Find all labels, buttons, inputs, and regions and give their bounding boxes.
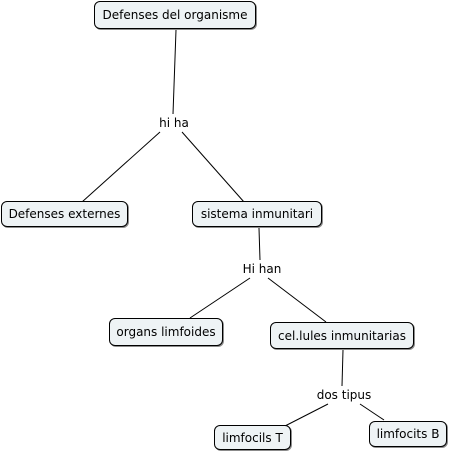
concept-defenses-del-organisme[interactable]: Defenses del organisme — [94, 1, 256, 29]
line-hiha-sistema — [181, 131, 245, 203]
linker-dos-tipus: dos tipus — [310, 387, 378, 403]
line-hiha-externes — [81, 131, 161, 203]
line-sistema-hihan — [258, 227, 261, 261]
line-hihan-cellules — [267, 277, 327, 323]
concept-limfocits-b[interactable]: limfocits B — [369, 421, 447, 447]
line-hihan-organs — [189, 277, 251, 319]
linker-hi-han: Hi han — [236, 261, 288, 277]
line-dostipus-limfT — [284, 403, 329, 427]
line-root-hiha — [172, 29, 177, 115]
concept-sistema-inmunitari[interactable]: sistema inmunitari — [192, 201, 322, 227]
concept-limfocils-t[interactable]: limfocils T — [214, 425, 291, 450]
concept-organs-limfoides[interactable]: organs limfoides — [109, 318, 223, 346]
concept-cel-lules-inmunitarias[interactable]: cel.lules inmunitarias — [270, 322, 414, 349]
line-cellules-dostipus — [341, 349, 344, 387]
line-dostipus-limfB — [359, 403, 385, 421]
linker-hi-ha: hi ha — [152, 115, 196, 131]
concept-defenses-externes[interactable]: Defenses externes — [1, 201, 128, 227]
